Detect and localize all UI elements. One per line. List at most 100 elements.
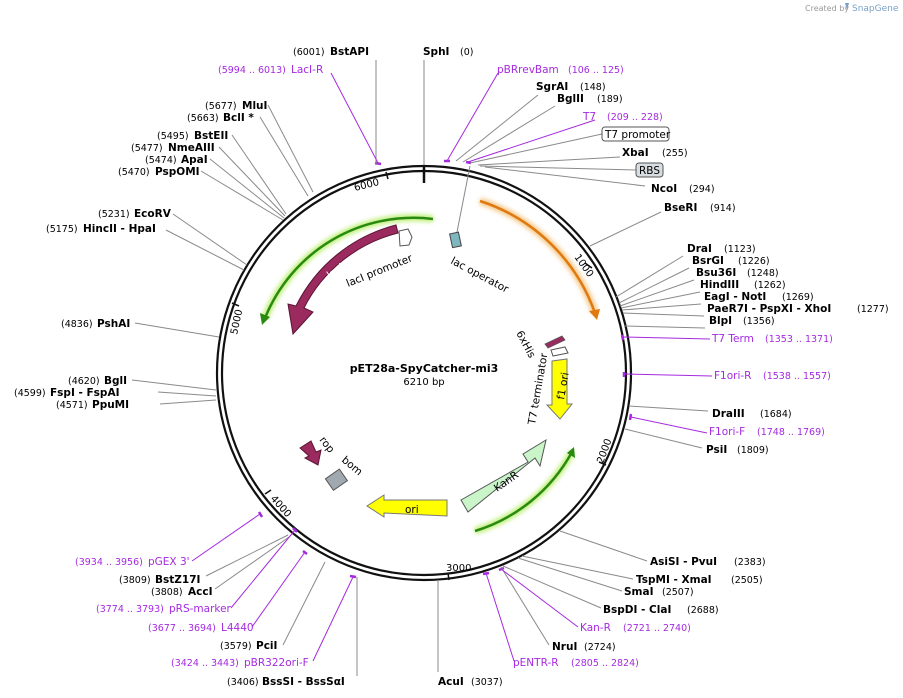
site-pos: (2383) (734, 557, 766, 568)
primer-name[interactable]: pRS-marker (169, 603, 232, 615)
site-name[interactable]: TspMI - XmaI (636, 574, 712, 586)
orf-orange-arrow (478, 197, 600, 320)
primer-name[interactable]: L4440 (221, 622, 254, 634)
site-name[interactable]: DraIII (712, 408, 745, 420)
site-pos: (189) (597, 94, 623, 105)
primer-leaders (191, 72, 713, 662)
site-name[interactable]: BseRI (664, 202, 697, 214)
plasmid-size: 6210 bp (403, 377, 444, 388)
primer-name[interactable]: pENTR-R (513, 657, 559, 669)
site-name[interactable]: SphI (423, 46, 449, 58)
site-pos: (3037) (471, 677, 503, 688)
tick-6000 (385, 171, 389, 180)
tick-4000 (264, 489, 272, 495)
primer-pos: (106 .. 125) (568, 65, 624, 76)
primer-name[interactable]: T7 Term (711, 333, 754, 345)
site-name[interactable]: PshAI (97, 318, 130, 330)
site-name[interactable]: ApaI (181, 154, 208, 166)
site-name[interactable]: EagI - NotI (704, 291, 766, 303)
orf-green-kanr-arrow (473, 447, 576, 535)
site-pos: (3406) (227, 677, 259, 688)
tick-label-5000: 5000 (229, 308, 245, 335)
his6-label: 6xHis (513, 329, 537, 360)
site-pos: (5470) (118, 167, 150, 178)
kanr-label: KanR (492, 469, 521, 494)
lac-operator-feature: lac operator (449, 231, 511, 296)
site-pos: (6001) (293, 47, 325, 58)
site-name[interactable]: HincII - HpaI (83, 223, 156, 235)
site-name[interactable]: BlpI (709, 315, 732, 327)
primer-pos: (3774 .. 3793) (96, 604, 164, 615)
primer-name[interactable]: T7 (582, 111, 596, 123)
primer-name[interactable]: F1ori-F (709, 426, 745, 438)
site-name[interactable]: EcoRV (134, 208, 172, 220)
primer-name[interactable]: pGEX 3' (148, 556, 190, 568)
tick-1000 (584, 262, 593, 269)
site-pos: (1262) (754, 280, 786, 291)
site-name[interactable]: BglI (104, 375, 127, 387)
site-pos: (4836) (61, 319, 93, 330)
t7-promoter-box: T7 promoter (469, 126, 671, 164)
site-pos: (148) (580, 82, 606, 93)
primer-pos: (2721 .. 2740) (623, 623, 691, 634)
primer-name[interactable]: F1ori-R (714, 370, 751, 382)
primer-pos: (3934 .. 3956) (75, 557, 143, 568)
site-name[interactable]: NcoI (651, 183, 677, 195)
site-pos: (1356) (743, 316, 775, 327)
site-name[interactable]: HindIII (700, 279, 739, 291)
site-name[interactable]: AcuI (438, 676, 464, 688)
ori-label: ori (405, 504, 419, 516)
site-name[interactable]: Bsu36I (696, 267, 736, 279)
primer-pos: (3677 .. 3694) (148, 623, 216, 634)
site-name[interactable]: BstEII (194, 130, 228, 142)
site-name[interactable]: PpuMI (92, 399, 129, 411)
bom-feature: bom (324, 454, 365, 492)
site-name[interactable]: XbaI (622, 147, 649, 159)
site-leaders (131, 60, 709, 676)
site-name[interactable]: AsiSI - PvuI (650, 556, 717, 568)
site-name[interactable]: BglII (557, 93, 584, 105)
site-pos: (0) (460, 47, 473, 58)
primer-pos: (1748 .. 1769) (757, 427, 825, 438)
site-name[interactable]: MluI (242, 100, 267, 112)
site-name[interactable]: DraI (687, 243, 712, 255)
rbs-label: RBS (639, 165, 660, 177)
primer-name[interactable]: LacI-R (291, 64, 323, 76)
site-name[interactable]: BsrGI (692, 255, 724, 267)
lac-operator-label: lac operator (449, 255, 511, 296)
primer-name[interactable]: Kan-R (580, 622, 611, 634)
site-name[interactable]: PaeR7I - PspXI - XhoI (707, 303, 831, 315)
tick-3000 (447, 572, 450, 581)
primer-name[interactable]: pBR322ori-F (244, 657, 309, 669)
site-name[interactable]: BstAPI (330, 46, 369, 58)
primer-pos: (209 .. 228) (607, 112, 663, 123)
site-name[interactable]: PciI (256, 640, 277, 652)
site-pos: (5474) (145, 155, 177, 166)
site-pos: (5477) (131, 143, 163, 154)
tick-label-6000: 6000 (353, 177, 380, 194)
snapgene-logo-text: SnapGene (852, 4, 899, 14)
primer-pos: (3424 .. 3443) (171, 658, 239, 669)
tick-2000 (598, 461, 607, 466)
t7-terminator-label: T7 terminator (526, 352, 551, 427)
site-pos: (914) (710, 203, 736, 214)
site-pos: (5677) (205, 101, 237, 112)
primer-name[interactable]: pBRrevBam (497, 64, 559, 76)
site-name[interactable]: BssSI - BssSαI (262, 676, 345, 688)
site-labels: (6001) BstAPI SphI (0) SgrAI (148) BglII… (14, 46, 889, 688)
site-name[interactable]: PsiI (706, 444, 727, 456)
site-name[interactable]: BspDI - ClaI (603, 604, 671, 616)
tick-5000 (231, 302, 240, 307)
rop-feature: rop (299, 434, 337, 466)
site-name[interactable]: AccI (188, 586, 212, 598)
site-name[interactable]: NruI (552, 641, 577, 653)
site-name[interactable]: PspOMI (155, 166, 200, 178)
site-name[interactable]: SgrAI (536, 81, 568, 93)
site-name[interactable]: BclI * (223, 112, 254, 124)
site-name[interactable]: FspI - FspAI (50, 387, 120, 399)
site-name[interactable]: BstZ17I (155, 574, 200, 586)
site-name[interactable]: SmaI (624, 586, 654, 598)
site-pos: (3809) (119, 575, 151, 586)
site-name[interactable]: NmeAIII (168, 142, 215, 154)
